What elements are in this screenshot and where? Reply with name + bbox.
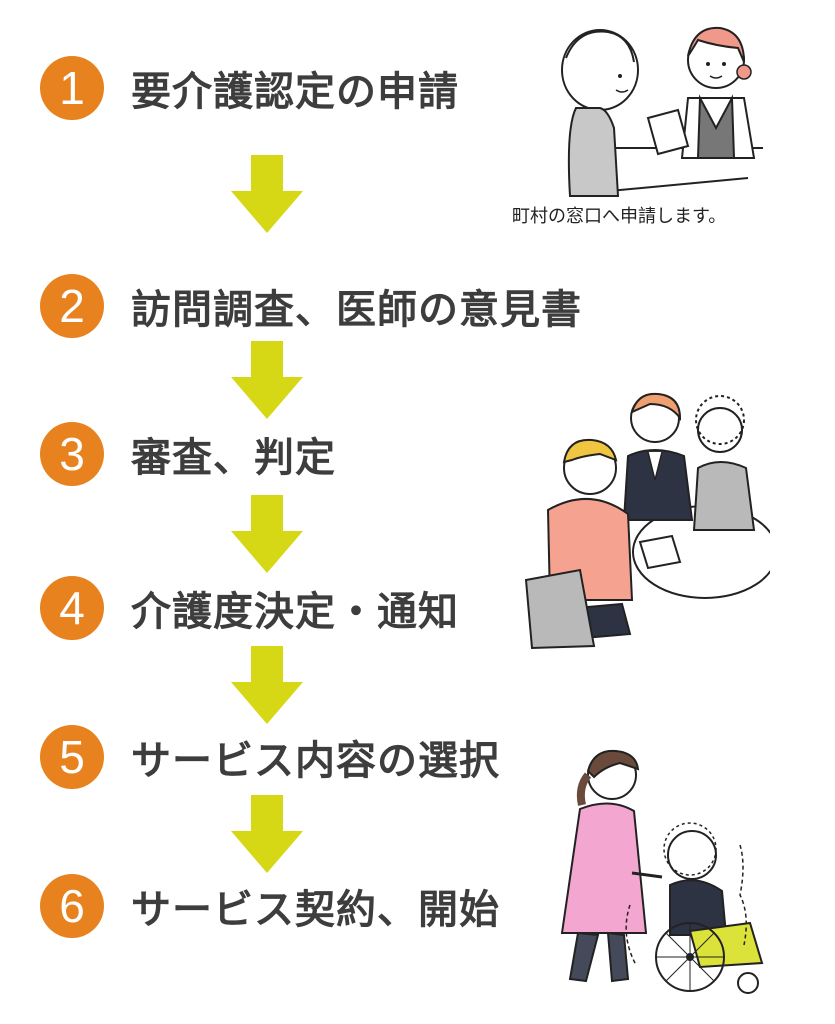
step-number-badge: 3	[40, 422, 104, 486]
counter-application-illustration	[561, 26, 763, 197]
step-4: 4 介護度決定・通知	[40, 576, 459, 640]
step-number-badge: 6	[40, 874, 104, 938]
home-visit-illustration	[524, 392, 770, 650]
step-label: 介護度決定・通知	[131, 589, 459, 635]
step-number-badge: 1	[40, 56, 104, 120]
down-arrow-icon	[231, 795, 303, 873]
step-number-badge: 2	[40, 274, 104, 338]
step-number-badge: 5	[40, 725, 104, 789]
step-label: 審査、判定	[131, 435, 336, 481]
step-3: 3 審査、判定	[40, 422, 336, 486]
step-2: 2 訪問調査、医師の意見書	[40, 274, 582, 338]
step-5: 5 サービス内容の選択	[40, 725, 500, 789]
down-arrow-icon	[231, 495, 303, 573]
step-label: 訪問調査、医師の意見書	[131, 287, 582, 333]
step-label: サービス契約、開始	[131, 887, 500, 933]
step-label: 要介護認定の申請	[131, 69, 459, 115]
wheelchair-care-illustration	[560, 749, 764, 994]
step-6: 6 サービス契約、開始	[40, 874, 500, 938]
step-1: 1 要介護認定の申請	[40, 56, 459, 120]
down-arrow-icon	[231, 646, 303, 724]
down-arrow-icon	[231, 155, 303, 233]
counter-caption: 町村の窓口へ申請します。	[512, 206, 727, 227]
step-number-badge: 4	[40, 576, 104, 640]
down-arrow-icon	[231, 341, 303, 419]
step-label: サービス内容の選択	[131, 738, 500, 784]
